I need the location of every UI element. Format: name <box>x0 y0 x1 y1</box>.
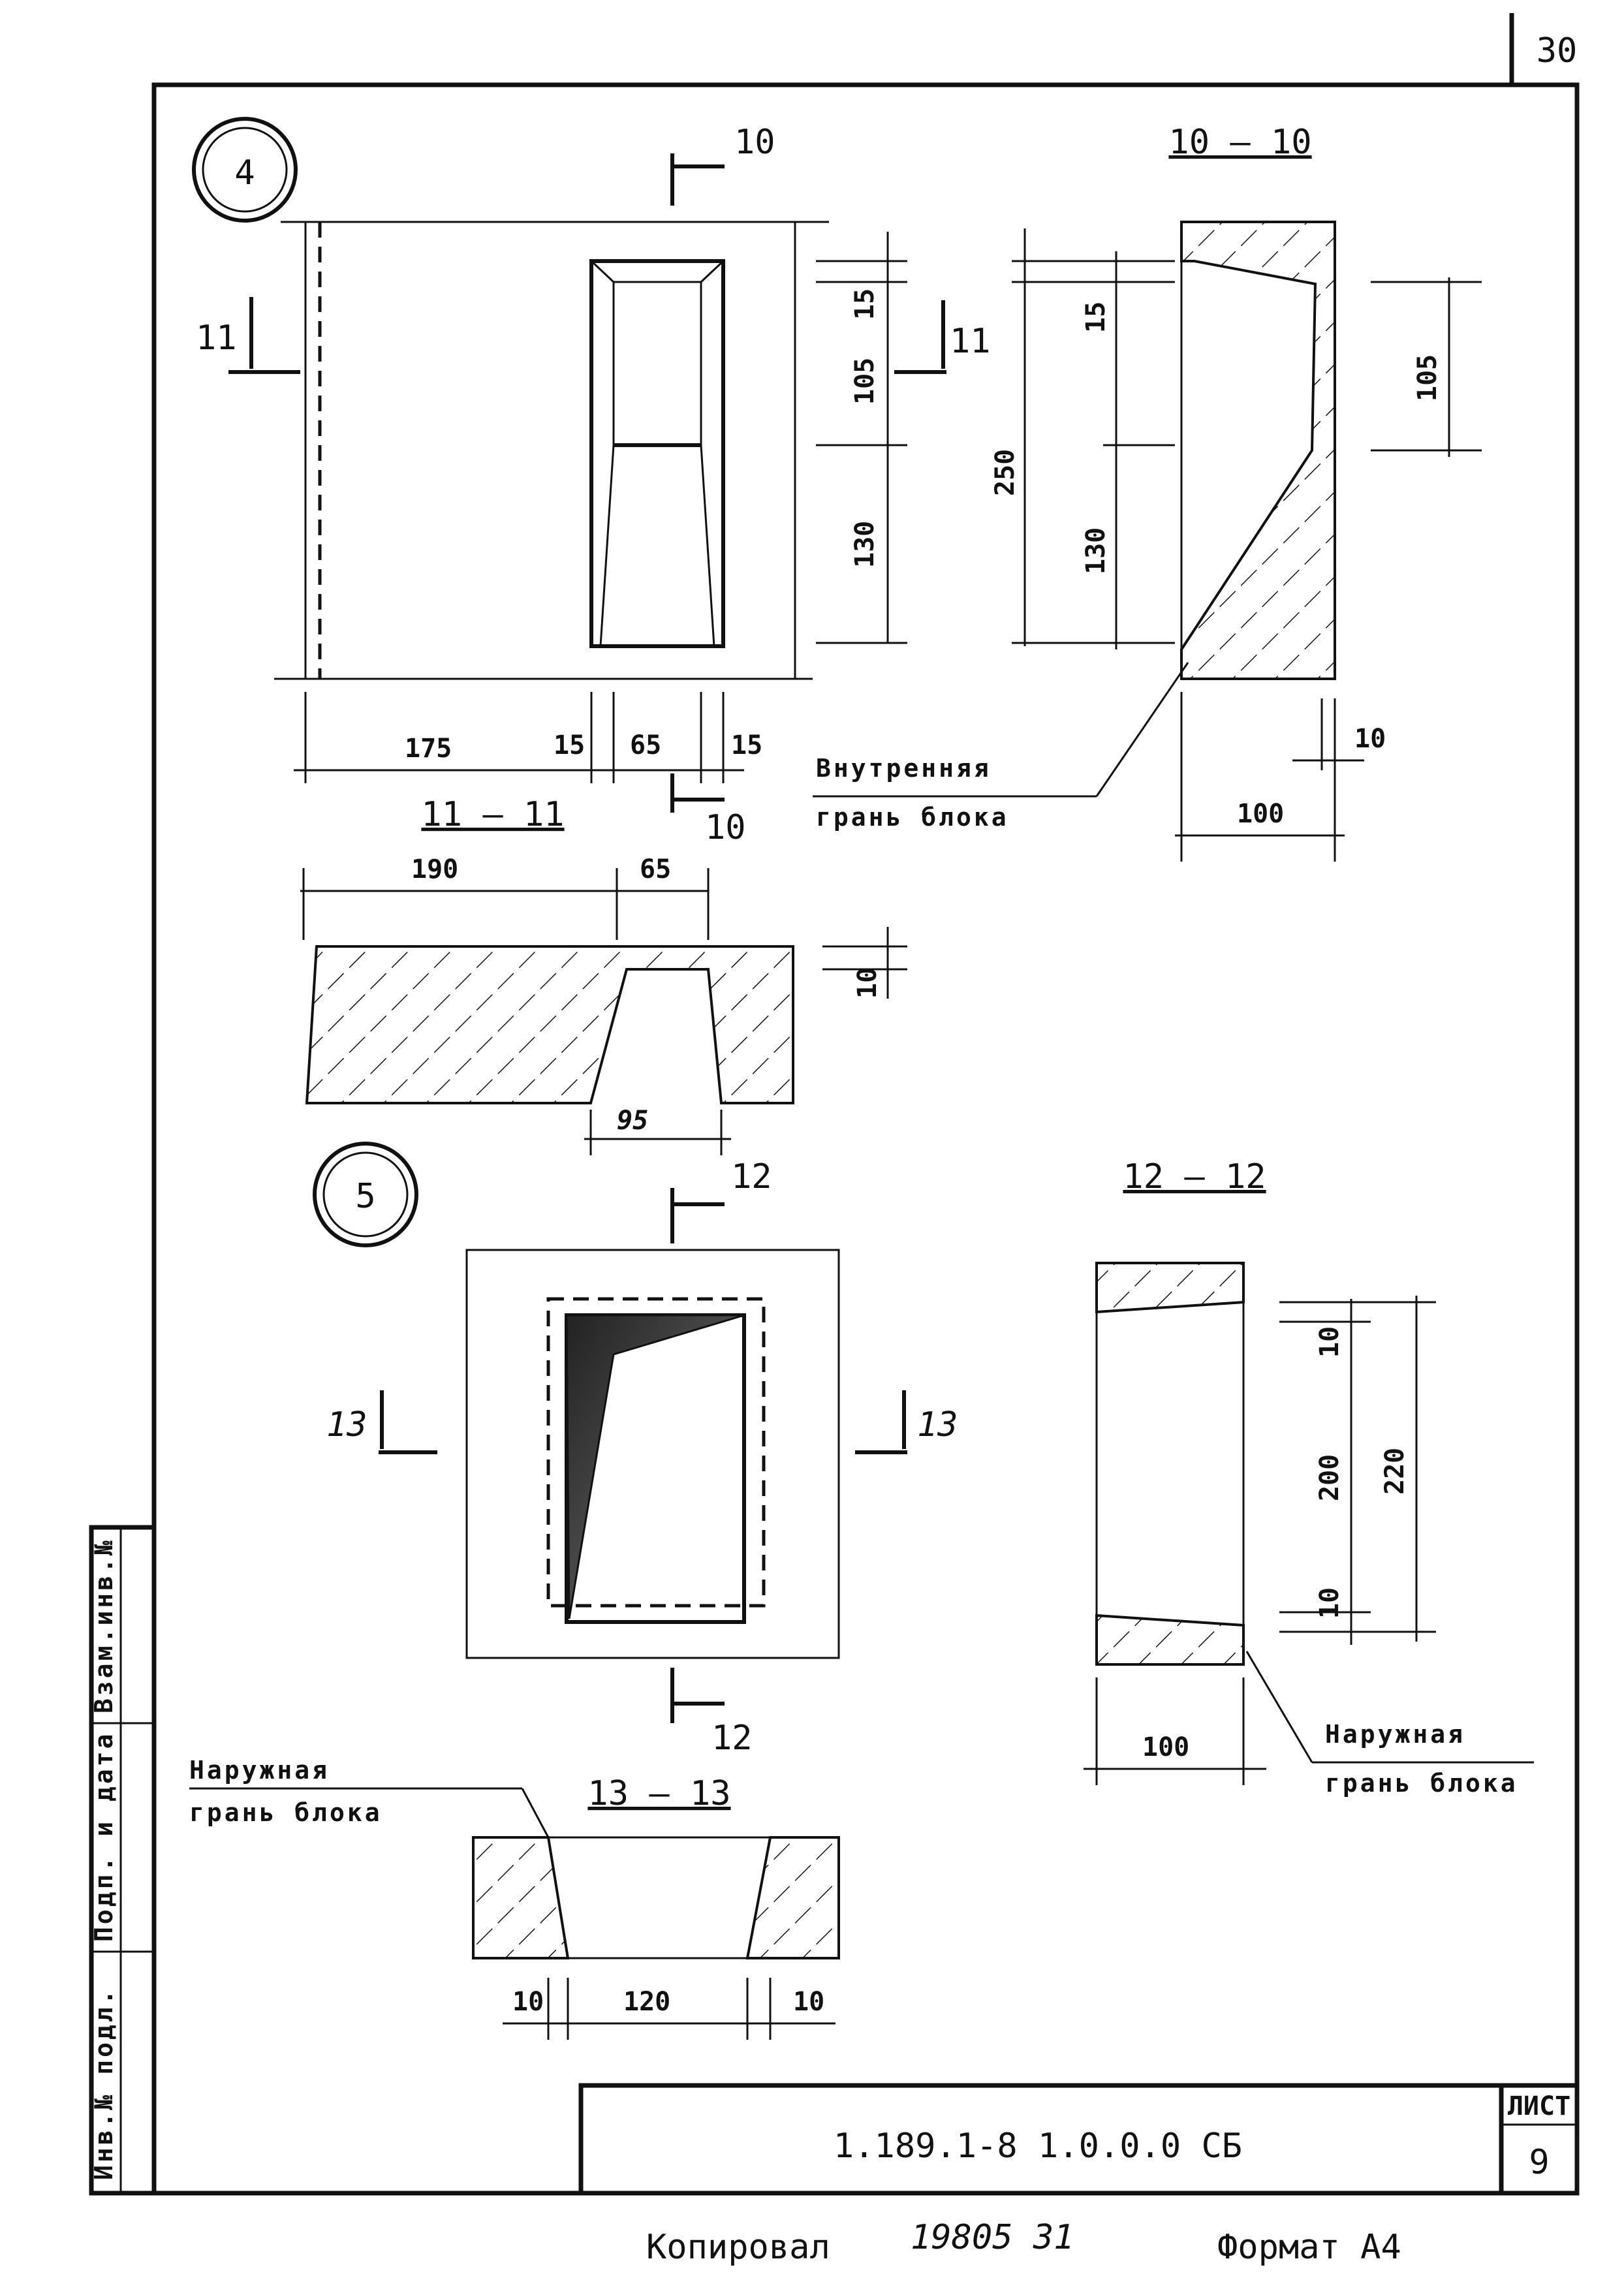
s1010-dim-250: 250 <box>990 449 1020 496</box>
drawing-designation: 1.189.1-8 1.0.0.0 СБ <box>834 2127 1242 2166</box>
s1212-dim-10-top: 10 <box>1315 1326 1345 1358</box>
cut-13-left: 13 <box>326 1405 367 1444</box>
s1111-dim-65: 65 <box>640 854 671 884</box>
cut-13-right: 13 <box>917 1405 958 1444</box>
s1212-dim-100: 100 <box>1142 1732 1189 1762</box>
s1313-dim-10-left: 10 <box>512 1987 544 2017</box>
section-12-12: 12 — 12 10 200 220 10 100 Наружная грань… <box>1084 1157 1534 1798</box>
s1212-note-2: грань блока <box>1325 1769 1518 1798</box>
s1010-note-1: Внутренняя <box>816 754 992 783</box>
node-4-view: 4 10 10 11 11 15 105 130 <box>192 117 991 847</box>
s1212-dim-220: 220 <box>1380 1448 1410 1495</box>
section-12-12-title: 12 — 12 <box>1123 1157 1266 1196</box>
section-13-13-title: 13 — 13 <box>587 1774 730 1813</box>
s1313-note-2: грань блока <box>189 1798 383 1827</box>
cut-10-top: 10 <box>734 123 775 162</box>
section-11-11-title: 11 — 11 <box>421 795 564 834</box>
node-5-marker: 5 <box>355 1177 375 1216</box>
s1010-dim-10: 10 <box>1354 724 1386 754</box>
s1010-dim-15: 15 <box>1081 302 1111 333</box>
dim-130: 130 <box>850 521 880 568</box>
s1313-note-1: Наружная <box>189 1756 330 1785</box>
s1313-dim-10-right: 10 <box>793 1987 824 2017</box>
s1010-note-2: грань блока <box>816 803 1009 832</box>
stamp-replaced-inv: Взам.инв.№ <box>89 1538 118 1713</box>
dim-15-top: 15 <box>850 289 880 320</box>
s1010-dim-130: 130 <box>1081 527 1111 574</box>
sheet-number: 9 <box>1529 2143 1549 2182</box>
s1313-dim-120: 120 <box>623 1987 670 2017</box>
node-4-marker: 4 <box>234 153 255 193</box>
s1111-dim-95: 95 <box>617 1106 648 1136</box>
section-11-11: 11 — 11 190 65 10 95 <box>300 795 907 1155</box>
sheet-label: ЛИСТ <box>1508 2091 1570 2121</box>
page-number: 30 <box>1537 31 1578 70</box>
stamp-inv-orig: Инв.№ подл. <box>89 1987 118 2180</box>
s1111-dim-10: 10 <box>852 967 882 999</box>
s1212-dim-10-bot: 10 <box>1315 1587 1345 1619</box>
side-stamp: Инв.№ подл. Подп. и дата Взам.инв.№ <box>89 1525 157 2196</box>
handwritten-number: 19805 31 <box>911 2218 1074 2257</box>
s1111-dim-190: 190 <box>411 854 458 884</box>
title-block: 1.189.1-8 1.0.0.0 СБ ЛИСТ 9 <box>578 2083 1580 2196</box>
s1010-dim-100: 100 <box>1237 799 1284 829</box>
cut-12-top: 12 <box>731 1157 772 1196</box>
dim-15-b: 15 <box>731 730 762 760</box>
cut-11-left: 11 <box>196 319 237 358</box>
cut-12-bottom: 12 <box>711 1719 753 1758</box>
section-10-10-title: 10 — 10 <box>1168 123 1311 162</box>
dim-15-a: 15 <box>554 730 585 760</box>
format-label: Формат А4 <box>1217 2228 1401 2267</box>
section-13-13: 13 — 13 Наружная грань блока 10 120 10 <box>189 1756 840 2040</box>
dim-105: 105 <box>850 358 880 405</box>
s1212-dim-200: 200 <box>1315 1454 1345 1501</box>
dim-65: 65 <box>630 730 661 760</box>
cut-11-right: 11 <box>950 322 991 361</box>
dim-175: 175 <box>405 734 452 764</box>
s1010-dim-105: 105 <box>1413 354 1443 401</box>
section-10-10: 10 — 10 15 250 130 105 100 10 Внутренняя… <box>813 123 1482 862</box>
node-5-view: 5 12 12 13 13 <box>313 1142 958 1758</box>
stamp-sign-date: Подп. и дата <box>89 1731 118 1942</box>
cut-10-bottom: 10 <box>705 808 746 847</box>
copied-label: Копировал <box>646 2228 830 2267</box>
s1212-note-1: Наружная <box>1325 1720 1465 1749</box>
